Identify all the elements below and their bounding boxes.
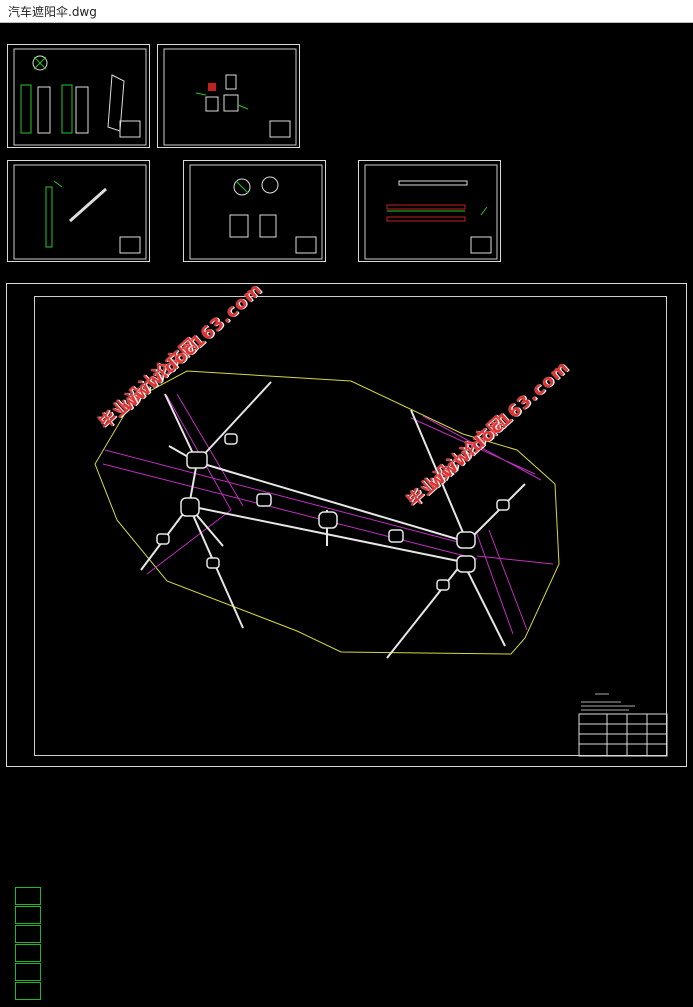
strip-cell bbox=[15, 887, 41, 905]
strip-cell bbox=[15, 906, 41, 924]
sheet-3-drawing bbox=[13, 164, 147, 260]
sheet-2[interactable] bbox=[157, 44, 300, 148]
sheet-3[interactable] bbox=[7, 160, 150, 262]
revision-strip bbox=[15, 887, 41, 1007]
sheet-1-drawing bbox=[13, 48, 147, 146]
strip-cell bbox=[15, 944, 41, 962]
strip-cell bbox=[15, 982, 41, 1000]
main-sheet-inner-frame bbox=[34, 296, 667, 756]
drawing-canvas[interactable]: 毕业设计论文网 www.doc163.com 毕业设计论文网 www.doc16… bbox=[0, 23, 693, 1000]
strip-cell bbox=[15, 963, 41, 981]
title-bar: 汽车遮阳伞.dwg bbox=[0, 0, 693, 23]
sheet-5[interactable] bbox=[358, 160, 501, 262]
window-title: 汽车遮阳伞.dwg bbox=[8, 5, 97, 19]
umbrella-assembly-drawing bbox=[94, 370, 560, 659]
sheet-2-drawing bbox=[163, 48, 297, 146]
sheet-4-drawing bbox=[189, 164, 323, 260]
main-sheet[interactable] bbox=[6, 283, 687, 1000]
sheet-4[interactable] bbox=[183, 160, 326, 262]
sheet-1[interactable] bbox=[7, 44, 150, 148]
strip-cell bbox=[15, 925, 41, 943]
sheet-5-drawing bbox=[364, 164, 498, 260]
